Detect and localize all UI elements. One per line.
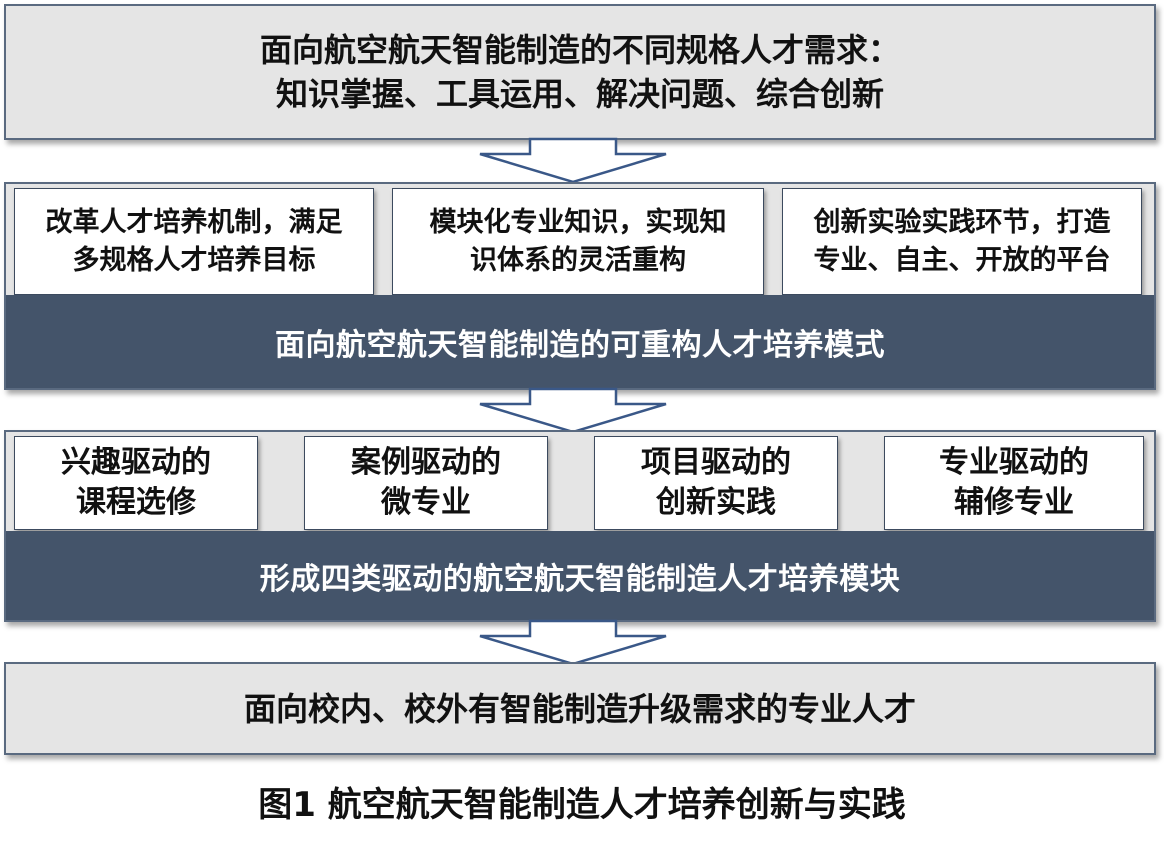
requirement-line-2: 知识掌握、工具运用、解决问题、综合创新 [275,75,884,113]
reform-box-innovation-platform: 创新实验实践环节，打造 专业、自主、开放的平台 [782,188,1142,295]
training-mode-bar: 面向航空航天智能制造的可重构人才培养模式 [6,295,1154,388]
reform-box-mechanism: 改革人才培养机制，满足 多规格人才培养目标 [14,188,374,295]
training-mode-label: 面向航空航天智能制造的可重构人才培养模式 [275,327,885,363]
driver-box-line-2: 辅修专业 [954,485,1074,520]
figure-caption-text: 图1 航空航天智能制造人才培养创新与实践 [258,785,906,825]
reform-box-line-2: 多规格人才培养目标 [72,244,316,276]
down-arrow-icon [479,619,667,666]
driver-box-line-1: 案例驱动的 [351,445,501,480]
driver-box-case: 案例驱动的 微专业 [304,436,548,530]
requirement-line-1: 面向航空航天智能制造的不同规格人才需求： [259,31,900,69]
driver-box-major: 专业驱动的 辅修专业 [884,436,1144,530]
driver-box-line-1: 项目驱动的 [641,445,791,480]
driver-box-line-1: 专业驱动的 [939,445,1089,480]
driver-box-line-2: 创新实践 [656,485,776,520]
reform-box-modular-knowledge: 模块化专业知识，实现知 识体系的灵活重构 [392,188,764,295]
down-arrow-icon [479,137,667,184]
reform-box-line-2: 专业、自主、开放的平台 [813,244,1111,276]
driver-box-interest: 兴趣驱动的 课程选修 [14,436,258,530]
target-talent-box: 面向校内、校外有智能制造升级需求的专业人才 [4,662,1156,755]
reform-box-line-2: 识体系的灵活重构 [470,244,686,276]
module-label: 形成四类驱动的航空航天智能制造人才培养模块 [259,561,901,597]
figure-caption: 图1 航空航天智能制造人才培养创新与实践 [0,780,1164,830]
requirement-box: 面向航空航天智能制造的不同规格人才需求： 知识掌握、工具运用、解决问题、综合创新 [4,4,1156,140]
driver-box-line-2: 课程选修 [76,485,196,520]
target-talent-label: 面向校内、校外有智能制造升级需求的专业人才 [243,689,916,728]
driver-box-line-1: 兴趣驱动的 [61,445,211,480]
reform-box-line-1: 创新实验实践环节，打造 [813,206,1111,238]
down-arrow-icon [479,387,667,434]
reform-box-line-1: 模块化专业知识，实现知 [429,206,727,238]
driver-box-line-2: 微专业 [381,485,471,520]
driver-box-project: 项目驱动的 创新实践 [594,436,838,530]
reform-box-line-1: 改革人才培养机制，满足 [45,206,343,238]
module-bar: 形成四类驱动的航空航天智能制造人才培养模块 [6,531,1154,620]
